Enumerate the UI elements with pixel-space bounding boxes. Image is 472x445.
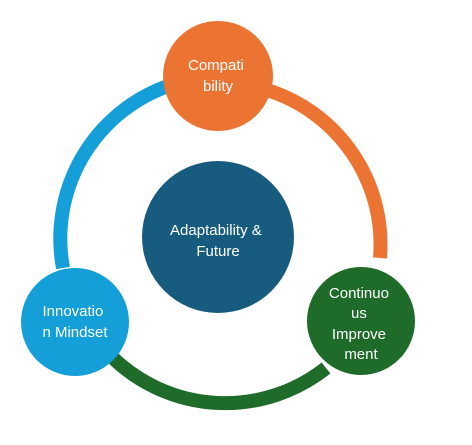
compat-line-2: bility bbox=[203, 78, 234, 95]
node-innovation-mindset: Innovatio n Mindset bbox=[21, 268, 129, 376]
center-node-label: Adaptability & Future bbox=[170, 222, 266, 260]
node-continuous-improvement: Continuo us Improve ment bbox=[307, 267, 415, 375]
cont-line-4: ment bbox=[344, 346, 378, 363]
cont-line-2: us bbox=[351, 305, 367, 322]
center-line-2: Future bbox=[196, 243, 239, 260]
innov-line-1: Innovatio bbox=[42, 303, 103, 320]
cont-line-3: Improve bbox=[332, 326, 386, 343]
node-innovation-label: Innovatio n Mindset bbox=[42, 303, 108, 341]
arc-innovation-to-compatibility bbox=[53, 79, 171, 270]
center-line-1: Adaptability & bbox=[170, 222, 262, 239]
arc-compatibility-to-continuous bbox=[264, 83, 388, 259]
center-node: Adaptability & Future bbox=[142, 161, 294, 313]
innov-line-2: n Mindset bbox=[42, 324, 108, 341]
node-continuous-label: Continuo us Improve ment bbox=[329, 285, 393, 363]
arc-continuous-to-innovation bbox=[107, 351, 331, 411]
cont-line-1: Continuo bbox=[329, 285, 389, 302]
node-compatibility-label: Compati bility bbox=[188, 57, 248, 95]
node-compatibility: Compati bility bbox=[163, 21, 273, 131]
compat-line-1: Compati bbox=[188, 57, 244, 74]
